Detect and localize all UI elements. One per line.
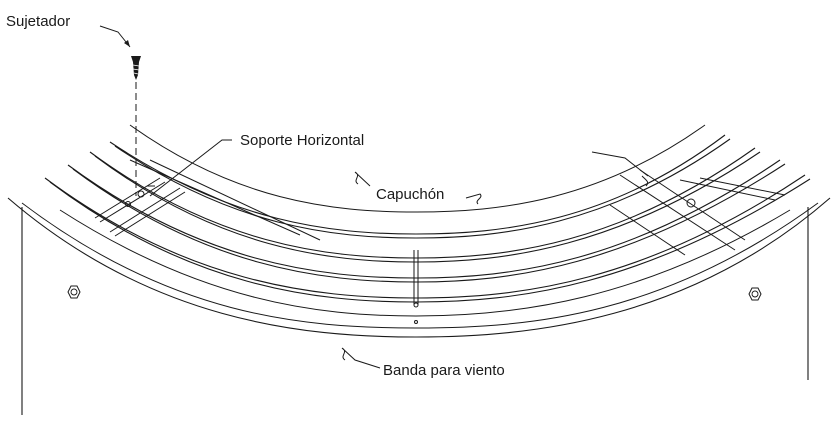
label-hood: Capuchón: [376, 186, 444, 203]
fastener-screw-icon: [131, 56, 141, 80]
leaders: [99, 25, 649, 369]
wind-band: [7, 197, 831, 415]
left-bolt-icon: [67, 285, 81, 299]
hood-outer-arc: [59, 209, 791, 317]
right-bolt-icon: [748, 287, 762, 301]
hood: [59, 124, 791, 317]
fastener-arrow-icon: [124, 40, 130, 47]
support-clip-icon: [686, 198, 696, 208]
hood-inner-arc: [129, 124, 706, 213]
label-horizontal-support: Soporte Horizontal: [240, 132, 364, 149]
label-wind-band: Banda para viento: [383, 362, 505, 379]
label-fastener: Sujetador: [6, 13, 70, 30]
wind-band-top-edge: [7, 197, 831, 338]
wind-band-inner-edge: [21, 202, 819, 329]
guard-rings: [44, 134, 811, 303]
